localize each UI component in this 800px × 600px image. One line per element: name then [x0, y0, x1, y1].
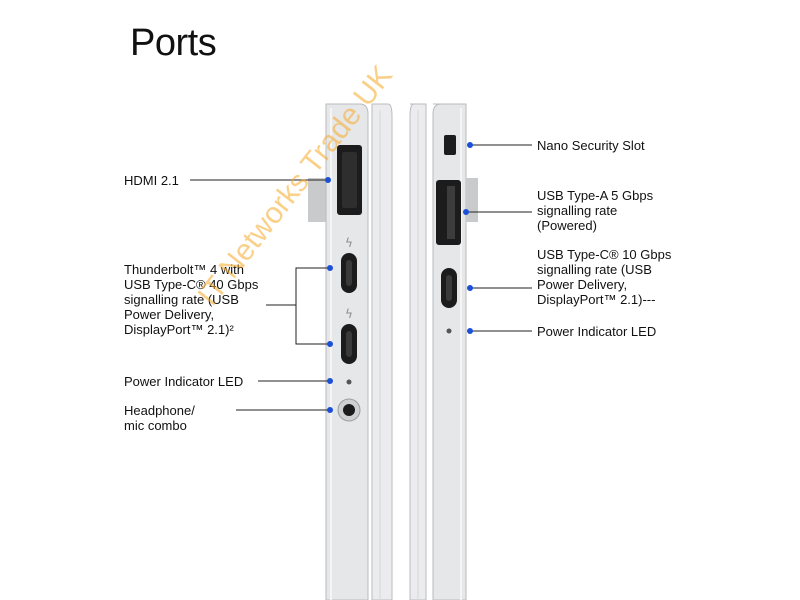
label-hdmi: HDMI 2.1	[124, 173, 179, 188]
callout-dot-hdmi	[325, 177, 331, 183]
svg-text:ϟ: ϟ	[345, 236, 353, 250]
right-power-led	[446, 328, 452, 334]
callout-dot-security	[467, 142, 473, 148]
callout-dot-usb-a	[463, 209, 469, 215]
callout-dot-headphone	[327, 407, 333, 413]
left-hinge	[308, 178, 326, 222]
label-usb-a: USB Type-A 5 Gbps signalling rate (Power…	[537, 188, 654, 233]
left-power-led	[346, 379, 352, 385]
callout-dot-usb-c	[467, 285, 473, 291]
callout-dot-thunderbolt-2	[327, 341, 333, 347]
page-title: Ports	[130, 22, 217, 64]
label-security-slot: Nano Security Slot	[537, 138, 645, 153]
label-thunderbolt: Thunderbolt™ 4 with USB Type-C® 40 Gbps …	[124, 262, 259, 337]
label-usb-c: USB Type-C® 10 Gbps signalling rate (USB…	[537, 247, 672, 307]
callout-dot-left-led	[327, 378, 333, 384]
security-slot	[444, 135, 456, 155]
label-right-power-led: Power Indicator LED	[537, 324, 657, 339]
svg-text:ϟ: ϟ	[345, 307, 353, 321]
label-headphone: Headphone/ mic combo	[124, 403, 195, 433]
right-hinge	[466, 178, 478, 222]
left-lid	[371, 103, 393, 600]
label-left-power-led: Power Indicator LED	[124, 374, 244, 389]
callout-dot-right-led	[467, 328, 473, 334]
callout-dot-thunderbolt-1	[327, 265, 333, 271]
